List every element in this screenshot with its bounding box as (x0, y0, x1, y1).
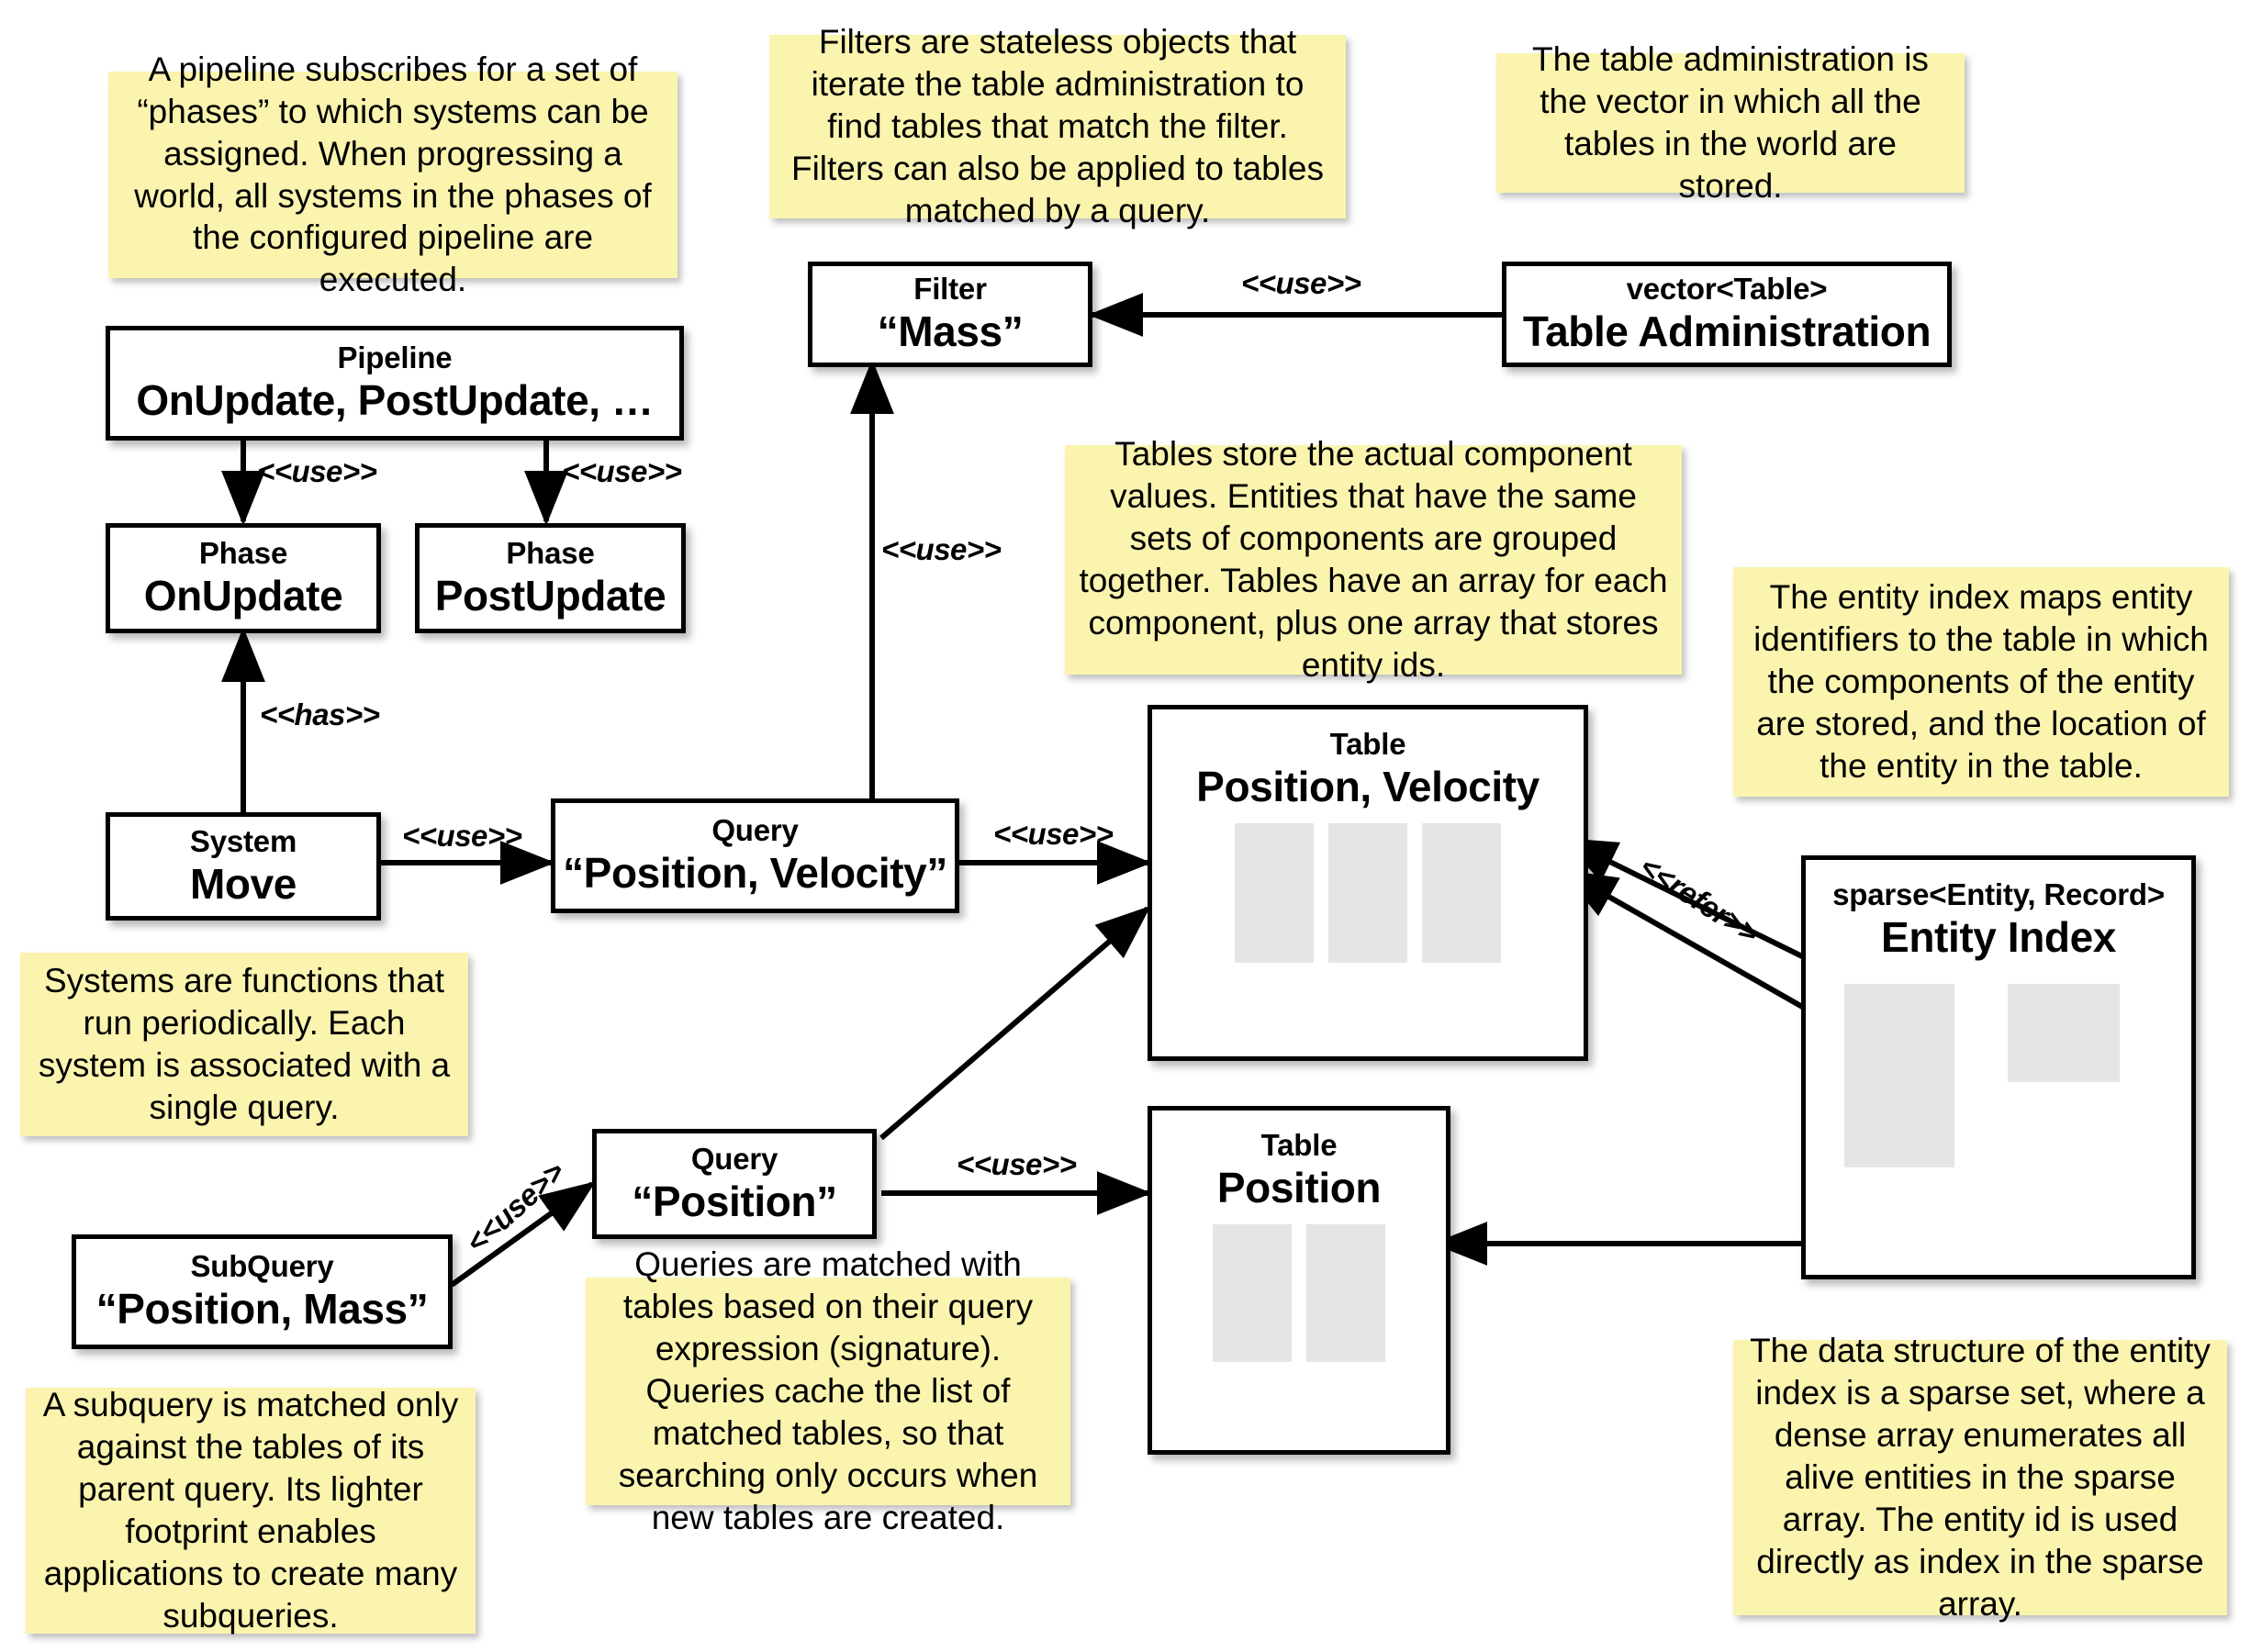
edge-label-use-query-filter: <<use>> (881, 532, 1002, 566)
box-entity-index[interactable]: sparse<Entity, Record> Entity Index (1801, 855, 2196, 1279)
table-pv-column-entity-ids (1235, 823, 1314, 964)
box-phase-onupdate[interactable]: Phase OnUpdate (106, 523, 381, 633)
box-filter-name: “Mass” (877, 307, 1024, 356)
box-phase-onupdate-stereotype: Phase (198, 535, 288, 570)
box-phase-onupdate-name: OnUpdate (143, 571, 343, 620)
box-query-pv-name: “Position, Velocity” (563, 849, 947, 898)
box-table-p-name: Position (1216, 1163, 1382, 1211)
box-table-p-stereotype: Table (1260, 1128, 1338, 1162)
box-query-p-stereotype: Query (690, 1141, 778, 1176)
edge-label-use-subquery-query: <<use>> (459, 1154, 571, 1260)
note-subquery: A subquery is matched only against the t… (26, 1386, 476, 1635)
note-pipeline: A pipeline subscribes for a set of “phas… (108, 50, 677, 298)
box-query-position[interactable]: Query “Position” (592, 1129, 877, 1239)
box-table-administration[interactable]: vector<Table> Table Administration (1502, 262, 1952, 367)
box-table-admin-name: Table Administration (1522, 307, 1932, 356)
note-table-admin: The table administration is the vector i… (1496, 40, 1965, 205)
entity-index-dense-array (2008, 984, 2120, 1082)
box-entity-index-name: Entity Index (1881, 912, 2116, 961)
box-table-admin-stereotype: vector<Table> (1626, 272, 1828, 307)
box-table-pv-name: Position, Velocity (1196, 762, 1540, 810)
box-subquery-stereotype: SubQuery (190, 1249, 334, 1284)
note-sparse-set: The data structure of the entity index i… (1733, 1332, 2227, 1623)
note-entity-index: The entity index maps entity identifiers… (1733, 567, 2229, 797)
edge-label-use-query-pv-table: <<use>> (993, 817, 1114, 851)
box-system-move[interactable]: System Move (106, 812, 381, 921)
entity-index-sparse-array (1844, 984, 1954, 1167)
edge-label-refer-index-table: <<refer>> (1633, 849, 1765, 951)
box-phase-postupdate-stereotype: Phase (506, 535, 595, 570)
edge-query-p-to-table-pv (879, 905, 1151, 1141)
box-pipeline-name: OnUpdate, PostUpdate, … (136, 376, 654, 425)
table-pv-column-velocity (1422, 823, 1501, 964)
box-filter-mass[interactable]: Filter “Mass” (808, 262, 1092, 367)
note-queries: Queries are matched with tables based on… (586, 1245, 1070, 1536)
note-filter: Filters are stateless objects that itera… (769, 23, 1346, 229)
box-system-move-stereotype: System (189, 823, 297, 858)
box-query-pv-stereotype: Query (711, 813, 799, 848)
box-subquery-position-mass[interactable]: SubQuery “Position, Mass” (72, 1234, 453, 1349)
edge-label-use-system-query: <<use>> (402, 819, 522, 853)
box-filter-stereotype: Filter (913, 272, 987, 307)
box-pipeline-stereotype: Pipeline (337, 340, 453, 375)
box-entity-index-stereotype: sparse<Entity, Record> (1832, 877, 2165, 911)
box-query-p-name: “Position” (632, 1177, 837, 1225)
table-p-column-position (1306, 1224, 1385, 1363)
table-pv-column-position (1328, 823, 1407, 964)
edge-label-use-query-p-table: <<use>> (957, 1147, 1077, 1181)
table-p-columns (1152, 1224, 1446, 1363)
edge-label-use-pipeline-postupdate: <<use>> (562, 454, 682, 488)
box-table-position[interactable]: Table Position (1148, 1106, 1450, 1455)
edge-label-use-admin-filter: <<use>> (1241, 266, 1361, 300)
box-system-move-name: Move (190, 859, 297, 908)
edge-label-use-pipeline-onupdate: <<use>> (257, 454, 377, 488)
box-subquery-name: “Position, Mass” (95, 1285, 429, 1334)
box-query-position-velocity[interactable]: Query “Position, Velocity” (551, 798, 959, 913)
box-pipeline[interactable]: Pipeline OnUpdate, PostUpdate, … (106, 326, 684, 441)
note-systems: Systems are functions that run periodica… (20, 953, 468, 1136)
box-table-pv-stereotype: Table (1329, 727, 1406, 761)
box-table-position-velocity[interactable]: Table Position, Velocity (1148, 705, 1588, 1061)
edge-label-has-system-phase: <<has>> (260, 698, 380, 731)
box-phase-postupdate[interactable]: Phase PostUpdate (415, 523, 686, 633)
table-pv-columns (1152, 823, 1584, 964)
table-p-column-entity-ids (1213, 1224, 1292, 1363)
box-phase-postupdate-name: PostUpdate (434, 571, 666, 620)
note-tables: Tables store the actual component values… (1065, 435, 1682, 684)
